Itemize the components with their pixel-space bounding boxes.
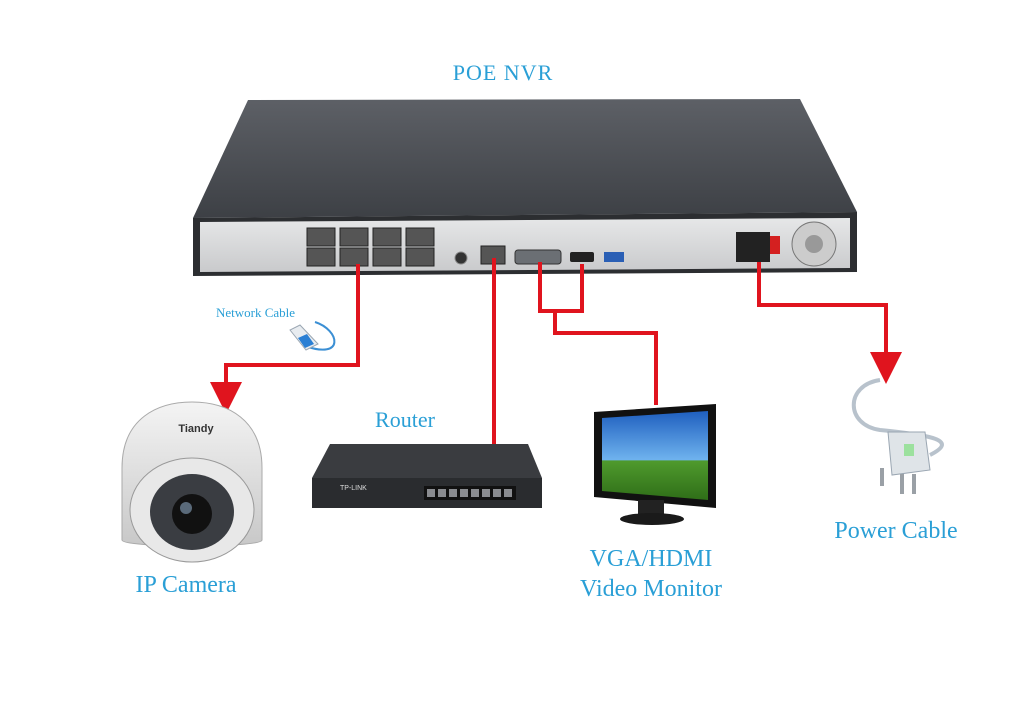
network-cable-icon <box>289 321 336 351</box>
ip-camera-label: IP Camera <box>135 572 237 598</box>
connection-lines <box>210 258 902 478</box>
poe-lan-ports <box>306 227 435 267</box>
monitor-connection <box>553 311 658 405</box>
ip-camera-icon: Tiandy <box>121 401 263 563</box>
vga-connection <box>538 262 584 313</box>
hdmi-port <box>570 252 594 262</box>
monitor-icon <box>594 404 716 525</box>
monitor-label-line2: Video Monitor <box>580 576 722 602</box>
router-brand-text: TP-LINK <box>340 485 367 492</box>
camera-connection <box>210 264 360 414</box>
camera-brand-text: Tiandy <box>178 423 214 435</box>
monitor-label: VGA/HDMI Video Monitor <box>580 544 722 604</box>
router-label: Router <box>375 407 435 432</box>
nvr-label: POE NVR <box>452 60 554 85</box>
power-cable-label: Power Cable <box>834 518 958 544</box>
monitor-label-line1: VGA/HDMI <box>589 546 713 572</box>
network-cable-label: Network Cable <box>216 305 296 320</box>
power-plug-icon <box>851 378 944 494</box>
usb-port <box>604 252 624 262</box>
vga-port <box>514 249 562 265</box>
router-switch-icon: TP-LINK <box>312 444 542 508</box>
power-socket <box>736 232 770 262</box>
power-connection <box>757 262 902 384</box>
nvr-device-icon <box>193 99 857 276</box>
